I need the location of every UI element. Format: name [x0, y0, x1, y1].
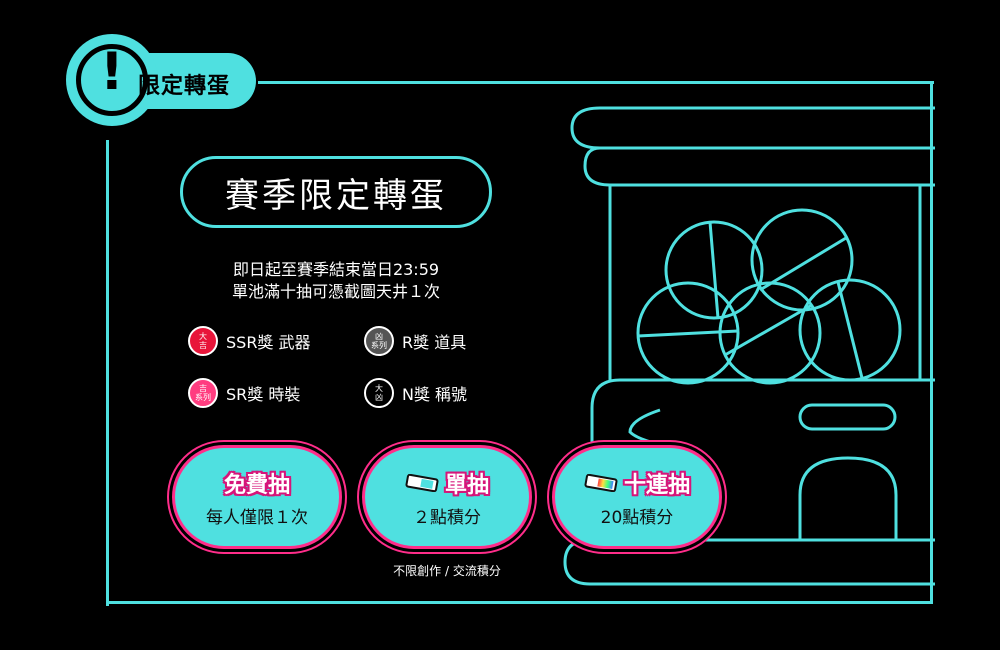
page-title: 賽季限定轉蛋 [225, 175, 447, 216]
free-draw-label: 免費抽 [223, 472, 290, 498]
badge-label: 限定轉蛋 [138, 74, 231, 99]
prize-label: N獎 稱號 [402, 385, 468, 404]
ten-draw-sub: 20點積分 [600, 507, 674, 528]
rainbow-ticket-icon [584, 473, 618, 492]
xiong-series-icon: 凶系列 [364, 326, 394, 356]
description-line-2: 單池滿十抽可憑截圖天井１次 [231, 282, 440, 301]
prize-r: 凶系列 R獎 道具 [364, 326, 466, 356]
ticket-icon [405, 473, 439, 492]
prize-sr: 吉系列 SR獎 時裝 [188, 378, 300, 408]
page-title-pill: 賽季限定轉蛋 [180, 156, 492, 228]
limited-badge: ! 限定轉蛋 [66, 34, 256, 126]
ten-draw-label: 十連抽 [623, 472, 690, 498]
exclamation-mark: ! [100, 42, 124, 102]
free-draw-button[interactable]: 免費抽 每人僅限１次 [172, 445, 342, 549]
machine-top-rim [583, 146, 935, 187]
free-draw-sub: 每人僅限１次 [206, 507, 308, 528]
machine-body [590, 378, 935, 542]
machine-base [563, 538, 935, 586]
description-line-1: 即日起至賽季結束當日23:59 [232, 260, 440, 279]
exclamation-icon [76, 44, 148, 116]
prize-label: R獎 道具 [402, 333, 467, 352]
machine-top-cap [570, 106, 935, 150]
content-frame [107, 82, 933, 604]
single-draw-button[interactable]: 單抽 ２點積分 [362, 445, 532, 549]
daxiong-icon: 大凶 [364, 378, 394, 408]
ten-draw-button[interactable]: 十連抽 20點積分 [552, 445, 722, 549]
machine-coin-slot [798, 403, 897, 431]
prize-n: 大凶 N獎 稱號 [364, 378, 467, 408]
prize-ssr: 大吉 SSR獎 武器 [188, 326, 311, 356]
points-note: 不限創作 / 交流積分 [393, 564, 501, 578]
prize-label: SR獎 時裝 [226, 385, 301, 404]
single-draw-label: 單抽 [444, 472, 489, 498]
frame-top-line [258, 81, 934, 84]
prize-label: SSR獎 武器 [226, 333, 311, 352]
frame-left-line [106, 140, 109, 606]
machine-outlet [798, 456, 898, 540]
daji-icon: 大吉 [188, 326, 218, 356]
single-draw-sub: ２點積分 [413, 507, 481, 528]
ji-series-icon: 吉系列 [188, 378, 218, 408]
